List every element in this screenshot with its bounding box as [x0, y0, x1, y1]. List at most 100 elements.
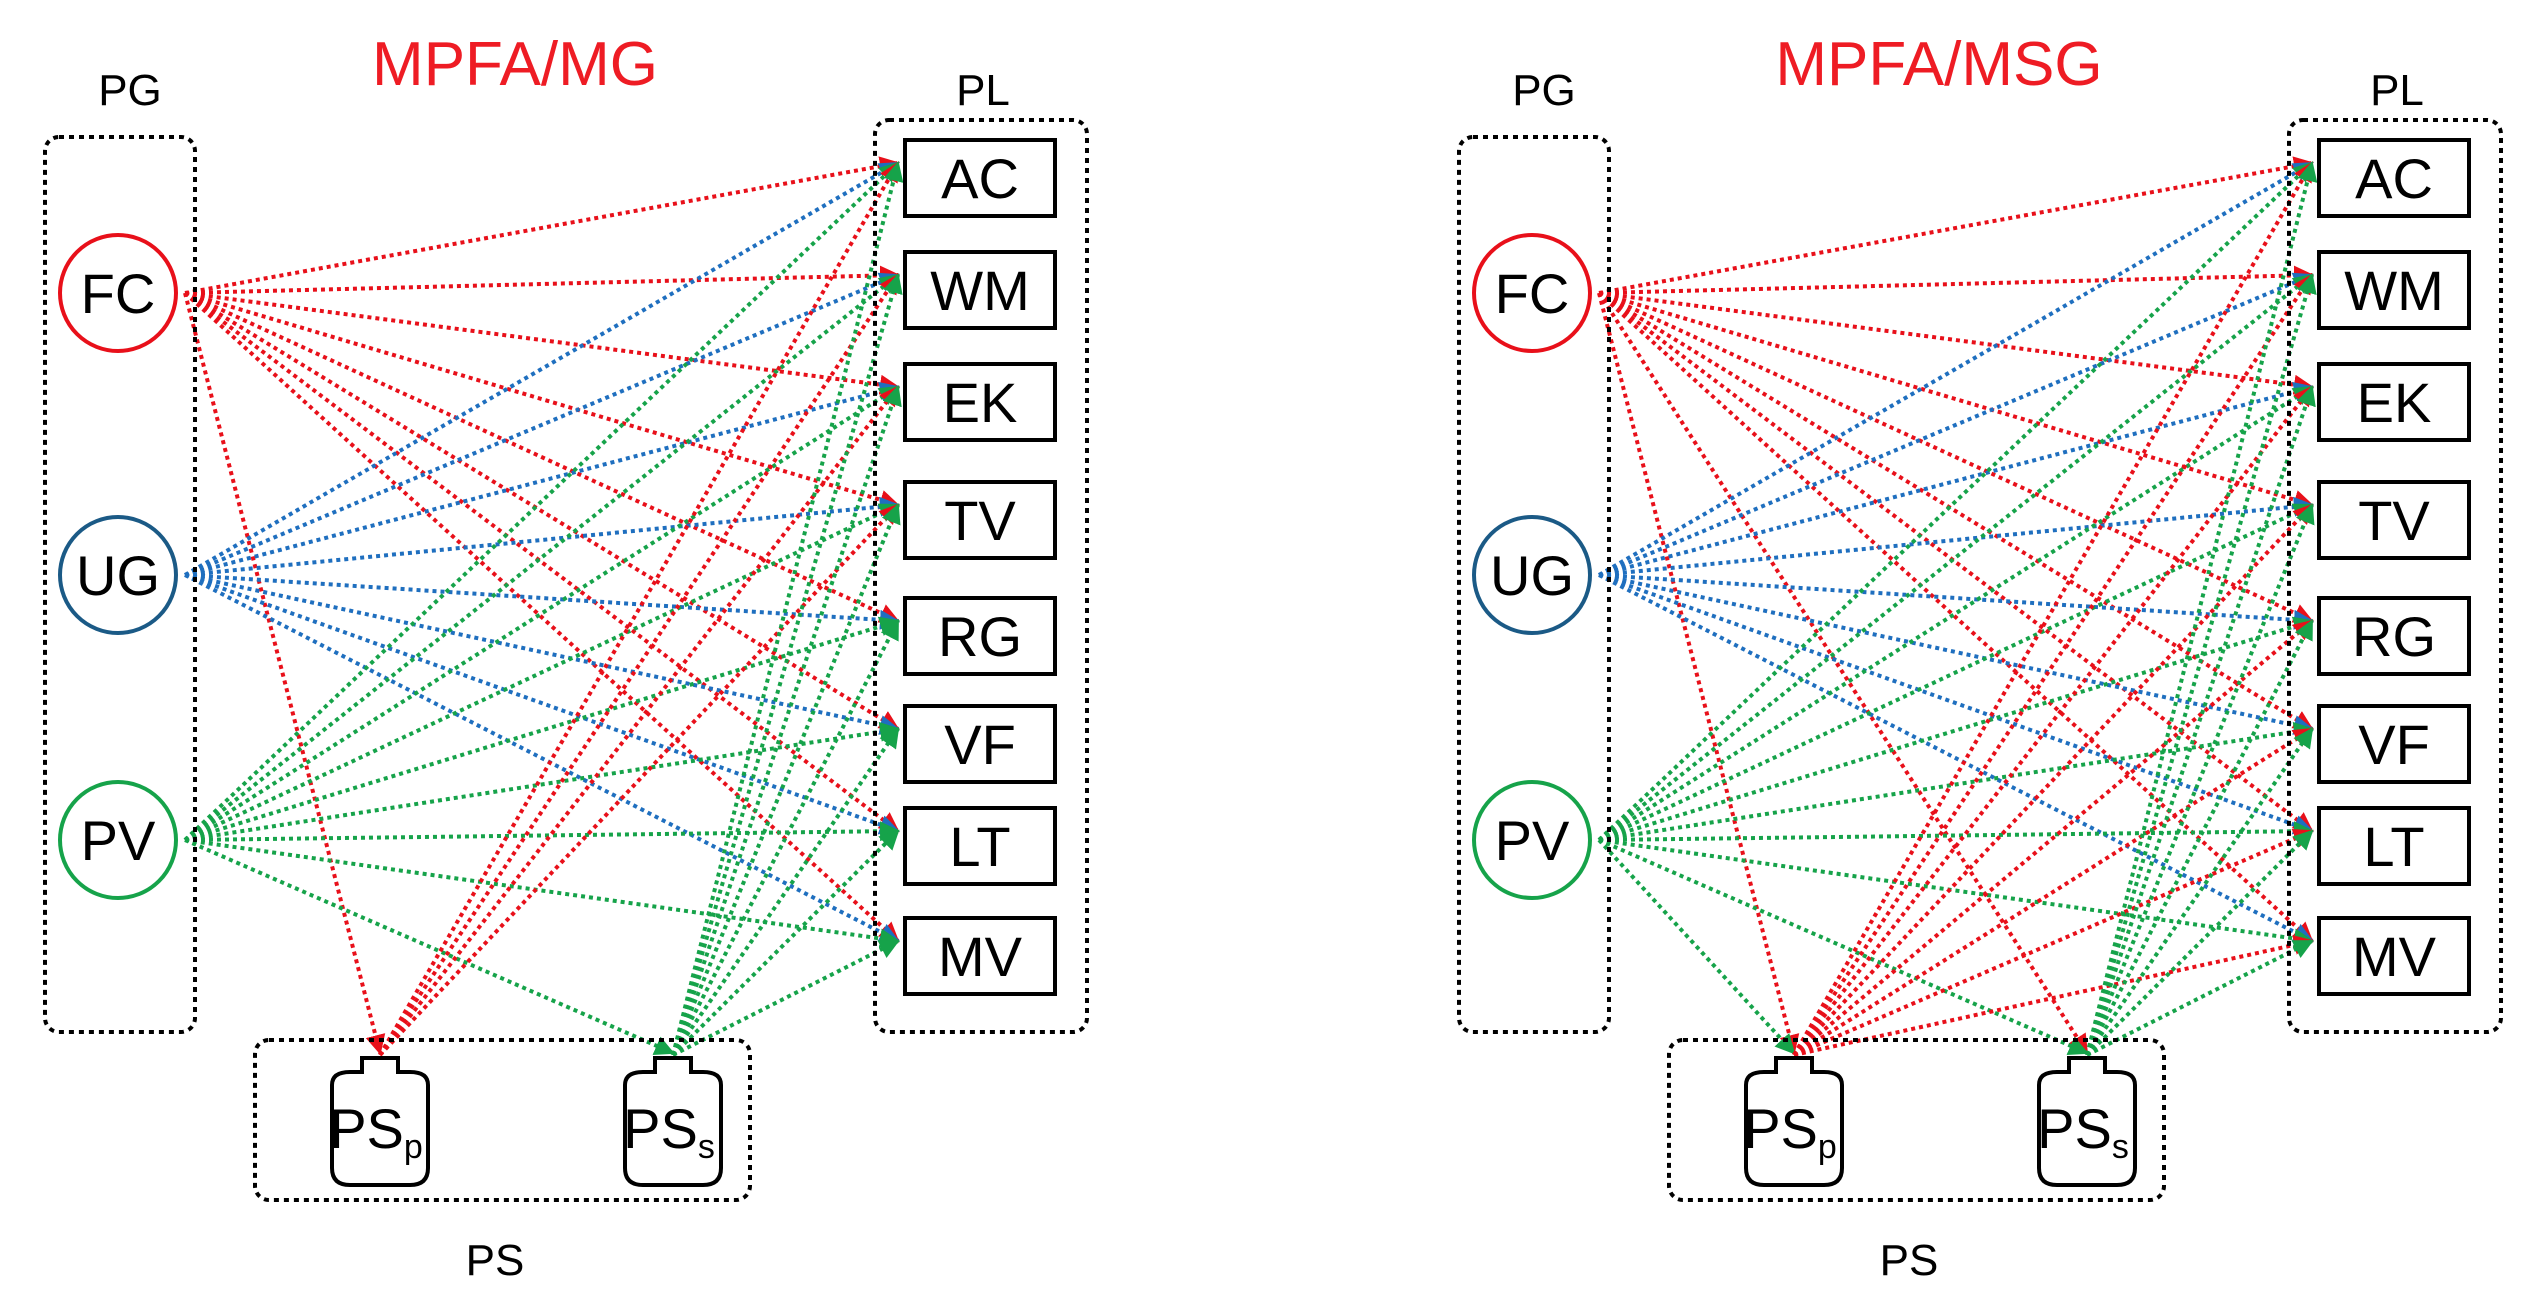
generator-label: PV	[1495, 809, 1570, 872]
load-label: RG	[938, 605, 1022, 668]
load-ek: EK	[2317, 362, 2471, 442]
flow-pss-to-lt	[2085, 829, 2314, 1057]
generator-pv: PV	[58, 780, 178, 900]
storage-body	[2037, 1056, 2137, 1187]
generator-group-box	[1457, 135, 1611, 1034]
flow-psp-to-tv	[378, 503, 900, 1057]
load-vf: VF	[2317, 704, 2471, 784]
load-box	[2317, 596, 2471, 676]
flow-psp-to-tv	[1792, 503, 2314, 1057]
load-label: LT	[2363, 815, 2424, 878]
flow-fc-to-rg	[1598, 291, 2314, 623]
load-rg: RG	[903, 596, 1057, 676]
load-box	[903, 806, 1057, 886]
load-group-box	[873, 118, 1089, 1034]
load-mv: MV	[2317, 916, 2471, 996]
storage-group-box	[253, 1038, 752, 1202]
load-box	[2317, 704, 2471, 784]
flow-pss-to-tv	[671, 503, 901, 1056]
load-label: LT	[949, 815, 1010, 878]
load-box	[2317, 916, 2471, 996]
generator-group-label: PG	[1512, 66, 1576, 115]
flow-pss-to-ek	[2085, 385, 2316, 1056]
flow-ug-to-wm	[184, 272, 900, 577]
storage-group-label: PS	[1880, 1236, 1939, 1285]
load-label: MV	[2352, 925, 2437, 988]
storage-pss: PSs	[623, 1056, 723, 1187]
load-label: MV	[938, 925, 1023, 988]
flow-fc-to-psp	[1597, 292, 1800, 1055]
flow-ug-to-ek	[184, 381, 900, 577]
generator-circle	[58, 780, 178, 900]
load-ac: AC	[903, 138, 1057, 218]
load-label: VF	[2358, 713, 2430, 776]
load-wm: WM	[2317, 250, 2471, 330]
load-box	[2317, 806, 2471, 886]
flow-pv-to-vf	[1598, 721, 2314, 842]
storage-body	[330, 1056, 430, 1187]
storage-body	[623, 1056, 723, 1187]
load-rg: RG	[2317, 596, 2471, 676]
flow-pss-to-ac	[671, 161, 904, 1056]
panel-title: MPFA/MG	[372, 30, 658, 99]
flow-pss-to-rg	[671, 619, 900, 1056]
flow-fc-to-psp	[183, 292, 386, 1055]
flow-ug-to-rg	[184, 573, 900, 630]
flow-psp-to-wm	[378, 273, 900, 1057]
load-label: RG	[2352, 605, 2436, 668]
flow-pv-to-wm	[1597, 273, 2314, 842]
flow-psp-to-ac	[1792, 161, 2314, 1057]
generator-label: PV	[81, 809, 156, 872]
flow-pss-to-mv	[2086, 939, 2314, 1057]
flow-pv-to-rg	[1598, 616, 2314, 842]
flow-pss-to-tv	[2085, 503, 2315, 1056]
load-label: TV	[2358, 489, 2430, 552]
flow-pv-to-tv	[1598, 503, 2314, 842]
flow-fc-to-ek	[184, 291, 900, 395]
generator-label: UG	[1490, 544, 1574, 607]
flow-psp-to-vf	[1792, 727, 2314, 1057]
flow-pv-to-pss	[184, 838, 675, 1055]
generator-circle	[1472, 515, 1592, 635]
flow-fc-to-rg	[184, 291, 900, 623]
load-lt: LT	[2317, 806, 2471, 886]
flow-pv-to-lt	[184, 821, 900, 842]
flow-pss-to-wm	[671, 273, 903, 1056]
load-label: TV	[944, 489, 1016, 552]
load-wm: WM	[903, 250, 1057, 330]
generator-label: FC	[1495, 262, 1570, 325]
flow-pss-to-vf	[671, 727, 900, 1057]
generator-pv: PV	[1472, 780, 1592, 900]
flow-psp-to-mv	[1793, 935, 2314, 1057]
flow-lines	[183, 156, 904, 1057]
flow-ug-to-mv	[184, 573, 900, 943]
flow-fc-to-pss	[1597, 291, 2089, 1055]
load-box	[903, 704, 1057, 784]
generator-fc: FC	[58, 233, 178, 353]
load-box	[2317, 480, 2471, 560]
load-box	[903, 250, 1057, 330]
flow-ug-to-mv	[1598, 573, 2314, 943]
flow-pv-to-mv	[184, 838, 900, 949]
flow-pv-to-pss	[1598, 838, 2089, 1055]
flow-fc-to-ac	[184, 156, 900, 295]
generator-circle	[58, 515, 178, 635]
load-label: EK	[943, 371, 1018, 434]
load-box	[903, 362, 1057, 442]
generator-circle	[1472, 780, 1592, 900]
load-label: WM	[2344, 259, 2444, 322]
load-label: AC	[2355, 147, 2433, 210]
storage-body	[1744, 1056, 1844, 1187]
flow-ug-to-ac	[183, 161, 900, 577]
generator-circle	[58, 233, 178, 353]
storage-psp: PSp	[329, 1056, 430, 1187]
flow-pv-to-rg	[184, 616, 900, 842]
storage-label: PSs	[623, 1097, 715, 1166]
flow-pv-to-lt	[1598, 821, 2314, 842]
load-box	[903, 480, 1057, 560]
flow-fc-to-wm	[1598, 265, 2314, 295]
flow-fc-to-wm	[184, 265, 900, 295]
generator-circle	[1472, 233, 1592, 353]
flow-pss-to-wm	[2085, 273, 2317, 1056]
